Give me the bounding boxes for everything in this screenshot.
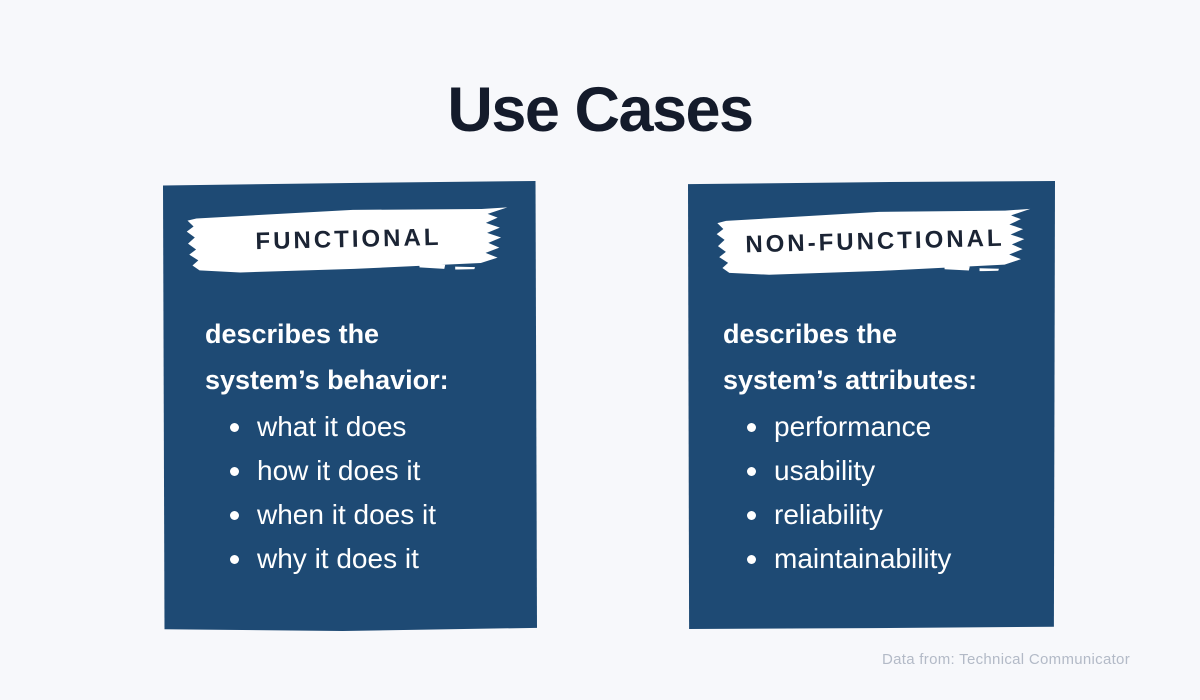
functional-label-badge: FUNCTIONAL [184,204,512,275]
non-functional-heading: describes the system’s attributes: [723,311,1035,403]
functional-heading-line2: system’s behavior: [205,365,449,395]
non-functional-heading-line2: system’s attributes: [723,365,978,395]
functional-bullet-list: what it does how it does it when it does… [225,405,521,581]
list-item: when it does it [225,493,521,537]
brush-stroke-icon [186,207,508,273]
non-functional-panel: NON-FUNCTIONAL describes the system’s at… [688,181,1055,629]
non-functional-bullet-list: performance usability reliability mainta… [742,405,1039,581]
functional-heading-line1: describes the [205,319,380,349]
data-source-credit: Data from: Technical Communicator [881,651,1130,668]
list-item: performance [742,405,1039,449]
list-item: why it does it [225,537,521,581]
list-item: how it does it [225,449,521,493]
non-functional-heading-line1: describes the [723,319,898,349]
non-functional-label-badge: NON-FUNCTIONAL [714,206,1036,278]
page-title: Use Cases [447,75,754,145]
functional-heading: describes the system’s behavior: [205,311,517,403]
list-item: what it does [225,405,521,449]
list-item: reliability [742,493,1039,537]
functional-label: FUNCTIONAL [255,223,442,256]
list-item: usability [742,449,1039,493]
list-item: maintainability [742,537,1039,581]
functional-panel: FUNCTIONAL describes the system’s behavi… [163,181,537,631]
